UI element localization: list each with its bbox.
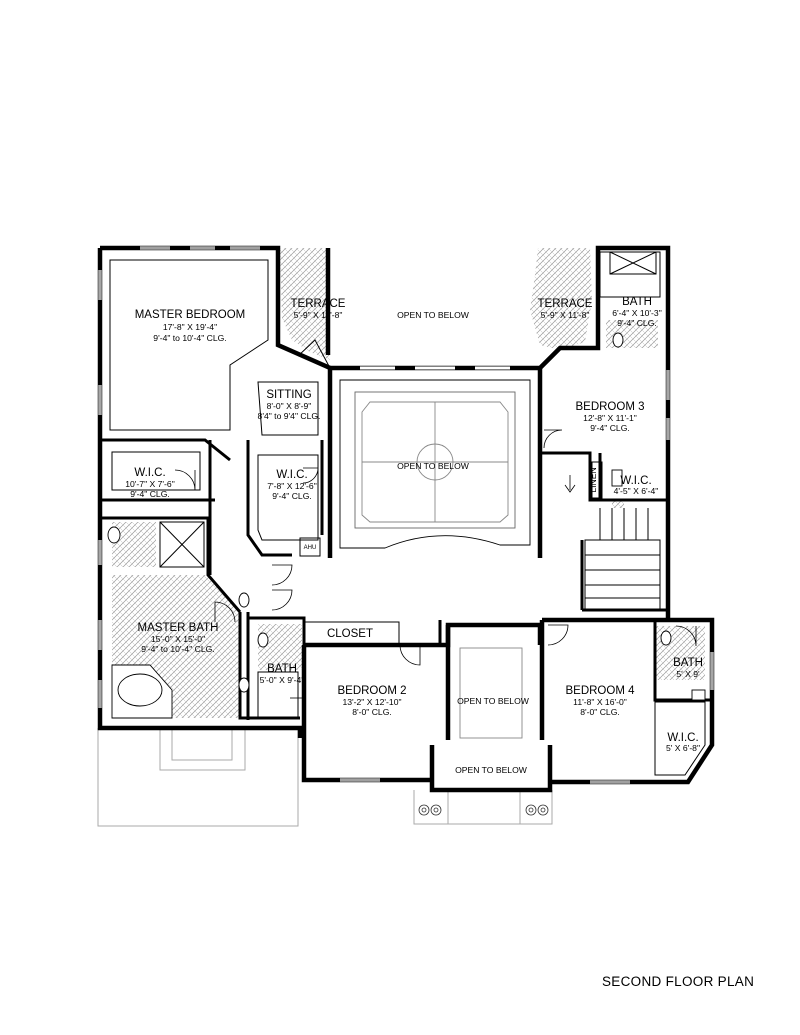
doors <box>174 429 697 699</box>
master-bath-size: 15'-0" X 15'-0" <box>151 634 205 644</box>
bedroom3-size: 12'-8" X 11'-1" <box>583 413 637 423</box>
bath-top-name: BATH <box>622 296 652 308</box>
linen-label: LINEN <box>588 467 598 492</box>
wic-br-name: W.I.C. <box>667 732 698 744</box>
open-center-label: OPEN TO BELOW <box>397 461 470 471</box>
room-outlines <box>109 251 706 776</box>
room-labels: MASTER BEDROOM 17'-8" X 19'-4" 9'-4" to … <box>125 296 703 775</box>
window-sills <box>99 247 713 783</box>
wic-br-size: 5' X 6'-8" <box>666 743 700 753</box>
bath-right-name: BATH <box>673 657 703 669</box>
sitting-size: 8'-0" X 8'-9" <box>267 401 312 411</box>
terrace-right-name: TERRACE <box>538 298 593 310</box>
closet-label: CLOSET <box>327 628 373 640</box>
wic-right-size: 4'-5" X 6'-4" <box>614 486 659 496</box>
bedroom4-clg: 8'-0" CLG. <box>580 707 620 717</box>
master-bath-clg: 9'-4" to 10'-4" CLG. <box>141 644 214 654</box>
wic-left-size: 10'-7" X 7'-6" <box>125 479 175 489</box>
terrace-left-size: 5'-9" X 11'-8" <box>294 310 343 320</box>
center-ceiling-feature <box>339 379 531 739</box>
bedroom2-clg: 8'-0" CLG. <box>352 707 392 717</box>
bedroom3-name: BEDROOM 3 <box>575 401 644 413</box>
bath-left-name: BATH <box>267 663 297 675</box>
sitting-name: SITTING <box>266 389 311 401</box>
fixtures <box>107 332 706 719</box>
master-bath-name: MASTER BATH <box>138 622 219 634</box>
bath-right-size: 5' X 9' <box>676 669 700 679</box>
lower-balconies <box>97 728 553 827</box>
exterior-walls <box>97 245 715 793</box>
ahu-label: AHU <box>304 545 317 551</box>
master-bedroom-clg: 9'-4" to 10'-4" CLG. <box>153 333 226 343</box>
bedroom4-size: 11'-8" X 16'-0" <box>573 697 627 707</box>
open-bottom-label: OPEN TO BELOW <box>455 765 528 775</box>
open-mid-label: OPEN TO BELOW <box>457 696 530 706</box>
open-top-label: OPEN TO BELOW <box>397 310 470 320</box>
wic-left-clg: 9'-4" CLG. <box>130 489 170 499</box>
master-bedroom-size: 17'-8" X 19'-4" <box>163 322 217 332</box>
bath-top-size: 6'-4" X 10'-3" <box>612 308 662 318</box>
bedroom2-size: 13'-2" X 12'-10" <box>342 697 401 707</box>
wic-right-name: W.I.C. <box>620 475 651 487</box>
wic-mid-name: W.I.C. <box>276 469 307 481</box>
terrace-right-size: 5'-9" X 11'-8" <box>541 310 590 320</box>
wic-left-name: W.I.C. <box>134 467 165 479</box>
bedroom4-name: BEDROOM 4 <box>565 685 635 697</box>
plan-caption: SECOND FLOOR PLAN <box>602 974 755 989</box>
terrace-left-name: TERRACE <box>291 298 346 310</box>
balusters <box>418 804 549 816</box>
bath-left-size: 5'-0" X 9'-4" <box>260 675 305 685</box>
sitting-clg: 8'4" to 9'4" CLG. <box>258 411 321 421</box>
wic-mid-clg: 9'-4" CLG. <box>272 491 312 501</box>
bath-top-clg: 9'-4" CLG. <box>617 318 657 328</box>
bedroom3-clg: 9'-4" CLG. <box>590 423 630 433</box>
master-bedroom-name: MASTER BEDROOM <box>135 309 246 321</box>
bedroom2-name: BEDROOM 2 <box>337 685 406 697</box>
wic-mid-size: 7'-8" X 12'-6" <box>267 481 317 491</box>
